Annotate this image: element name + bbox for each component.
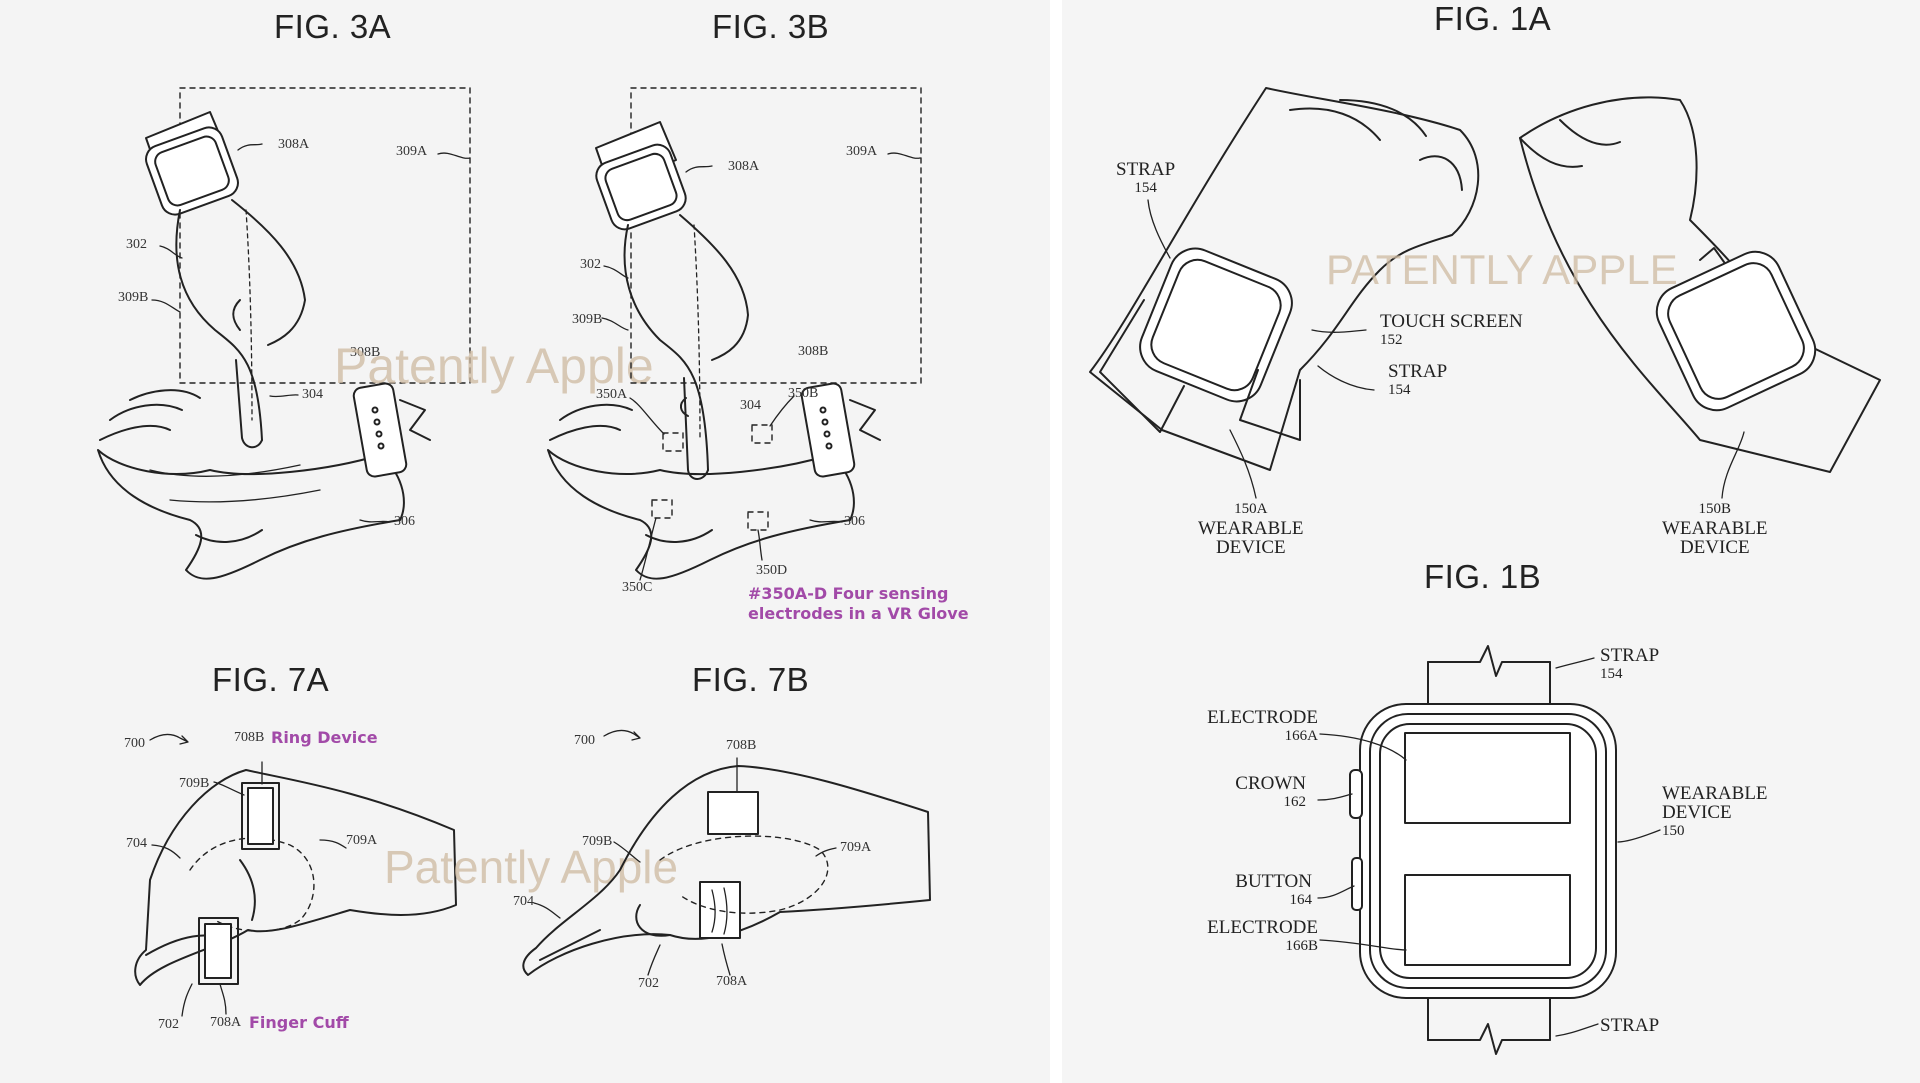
fig1b-wearable-device-label: WEARABLEDEVICE150: [1662, 784, 1768, 841]
fig1b-strap-bottom-label: STRAP: [1600, 1016, 1659, 1035]
fig1b-button-label: BUTTON164: [1196, 872, 1312, 910]
fig1b-electrode-b-label: ELECTRODE166B: [1196, 918, 1318, 956]
fig1b-strap-top-label: STRAP154: [1600, 646, 1659, 684]
fig1b-crown-label: CROWN162: [1206, 774, 1306, 812]
fig1b-electrode-a-label: ELECTRODE166A: [1196, 708, 1318, 746]
